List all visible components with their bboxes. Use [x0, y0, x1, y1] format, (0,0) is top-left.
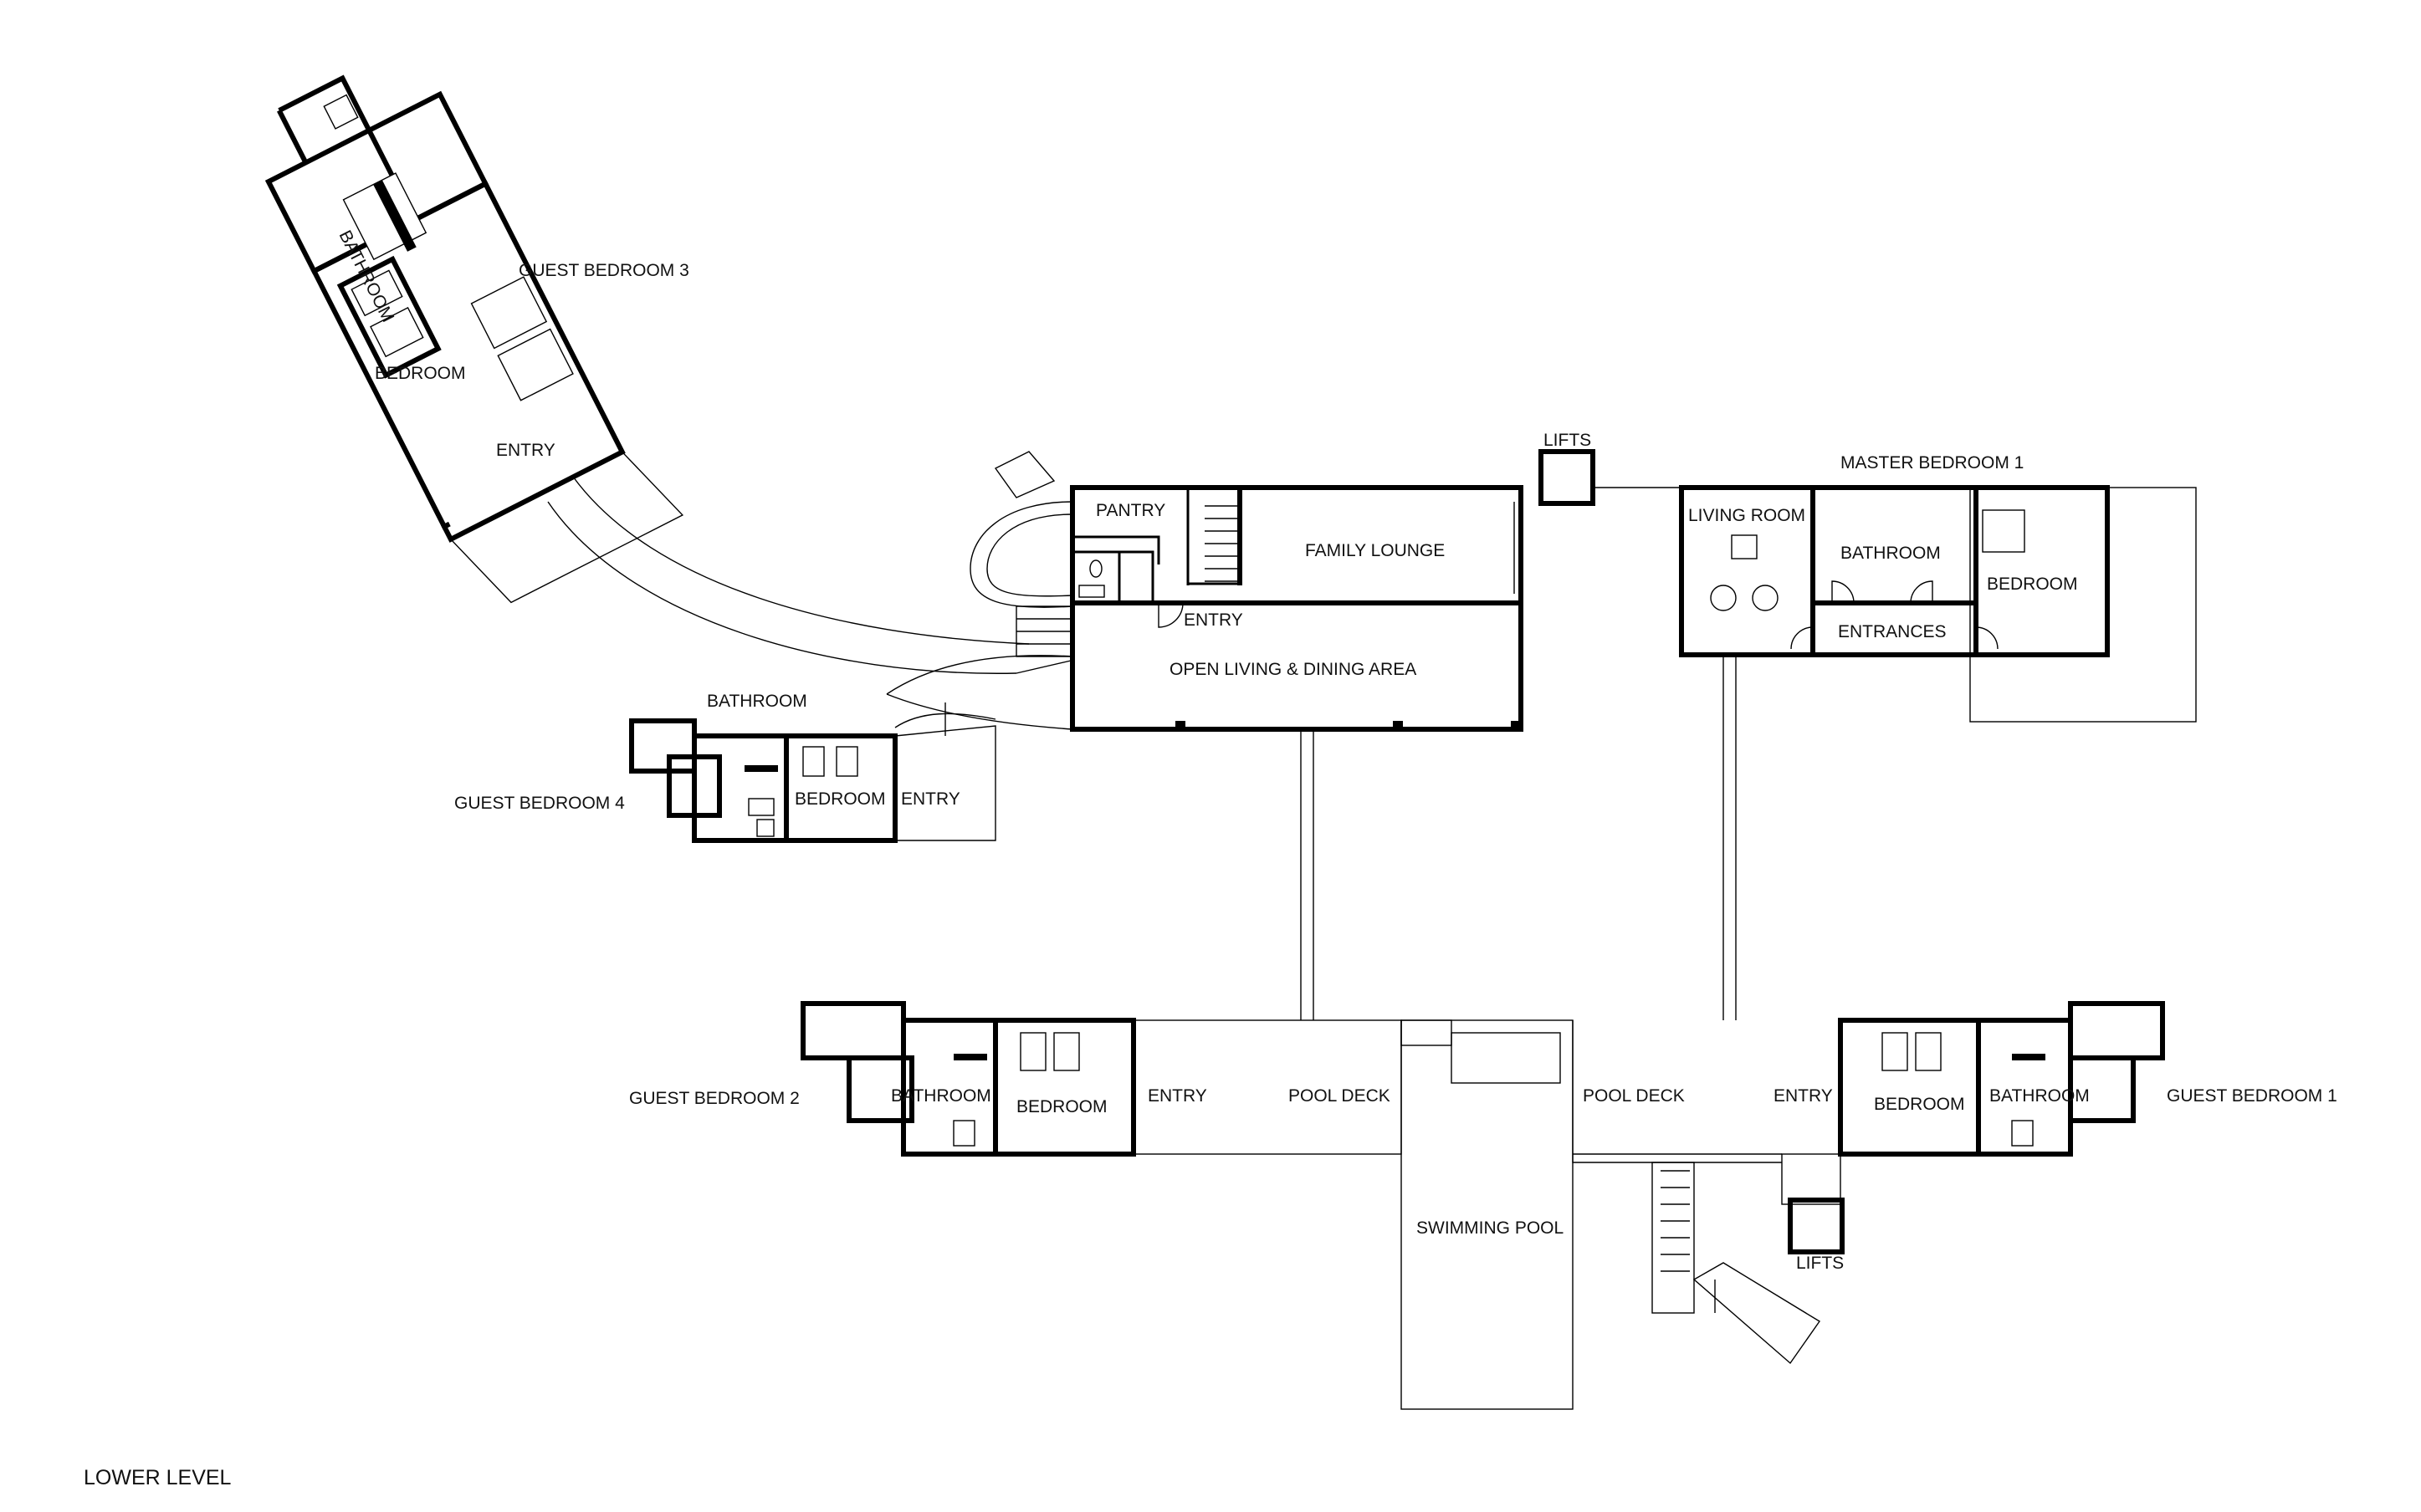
label-open-living-dining: OPEN LIVING & DINING AREA — [1170, 660, 1416, 679]
label-guest-bedroom-1: GUEST BEDROOM 1 — [2167, 1086, 2337, 1106]
label-living-room: LIVING ROOM — [1688, 506, 1805, 525]
label-lifts-top: LIFTS — [1543, 431, 1591, 450]
lifts-top — [1538, 449, 1595, 506]
label-guest-bedroom-2: GUEST BEDROOM 2 — [629, 1089, 800, 1108]
label-pool-deck-left: POOL DECK — [1288, 1086, 1390, 1106]
label-gb2-entry: ENTRY — [1148, 1086, 1207, 1106]
guest-bedroom-4-wing — [629, 713, 996, 843]
swimming-pool — [1400, 1019, 1574, 1410]
stair-treads — [1205, 505, 1240, 582]
label-gb2-bedroom: BEDROOM — [1016, 1097, 1108, 1116]
label-main-entry: ENTRY — [1184, 610, 1243, 630]
west-terrace — [886, 451, 1073, 736]
guest-bedroom-3-wing — [264, 74, 684, 604]
label-gb4-entry: ENTRY — [901, 789, 960, 809]
walkway-curve-inner — [547, 501, 1017, 674]
label-gb4-bedroom: BEDROOM — [795, 789, 886, 809]
label-pool-deck-right: POOL DECK — [1583, 1086, 1685, 1106]
label-gb2-bathroom: BATHROOM — [891, 1086, 991, 1106]
label-pantry: PANTRY — [1096, 501, 1165, 520]
label-gb4-bathroom: BATHROOM — [707, 692, 807, 711]
label-guest-bedroom-3: GUEST BEDROOM 3 — [519, 261, 689, 280]
guest-bedroom-2-wing — [801, 1001, 1402, 1157]
label-gb1-bathroom: BATHROOM — [1989, 1086, 2090, 1106]
label-guest-bedroom-4: GUEST BEDROOM 4 — [454, 794, 625, 813]
label-master-bedroom: BEDROOM — [1987, 575, 2078, 594]
label-swimming-pool: SWIMMING POOL — [1416, 1218, 1564, 1238]
lifts-bottom — [1788, 1198, 1845, 1254]
master-bedroom-wing — [1679, 485, 2197, 723]
main-house — [1070, 485, 1523, 732]
guest-bedroom-1-wing — [1781, 1001, 2165, 1205]
label-gb3-entry: ENTRY — [496, 441, 555, 460]
label-gb1-bedroom: BEDROOM — [1874, 1095, 1965, 1114]
level-label: LOWER LEVEL — [84, 1466, 232, 1489]
label-master-bathroom: BATHROOM — [1840, 544, 1941, 563]
label-lifts-bottom: LIFTS — [1796, 1254, 1844, 1273]
walkway-curve-outer — [572, 476, 1030, 645]
pool-area — [1400, 1019, 1821, 1410]
label-entrances: ENTRANCES — [1838, 622, 1947, 641]
label-gb1-entry: ENTRY — [1774, 1086, 1833, 1106]
label-master-bedroom-1: MASTER BEDROOM 1 — [1840, 453, 2024, 472]
label-family-lounge: FAMILY LOUNGE — [1305, 541, 1445, 560]
label-gb3-bedroom: BEDROOM — [375, 364, 466, 383]
